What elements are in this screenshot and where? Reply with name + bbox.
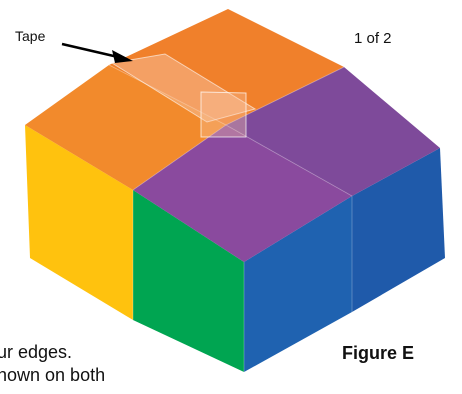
top-face-orange-left — [25, 65, 226, 190]
tape-square — [200, 91, 247, 138]
cube-right-face-back — [352, 148, 445, 312]
cube-right-face-front — [244, 196, 352, 372]
caption-line-1: ur edges. — [0, 342, 73, 362]
block-seams — [108, 64, 353, 372]
tape-strip — [110, 53, 257, 123]
top-face-purple-front — [133, 125, 352, 262]
top-face-orange-back — [109, 9, 344, 125]
page-indicator: 1 of 2 — [354, 30, 392, 47]
caption-line-2: hown on both — [0, 365, 106, 385]
cube-left-face-green — [133, 190, 244, 372]
tape-label: Tape — [15, 28, 46, 44]
tape-arrow — [61, 42, 133, 63]
top-face-purple-right — [226, 67, 440, 196]
figure-label: Figure E — [342, 343, 415, 363]
